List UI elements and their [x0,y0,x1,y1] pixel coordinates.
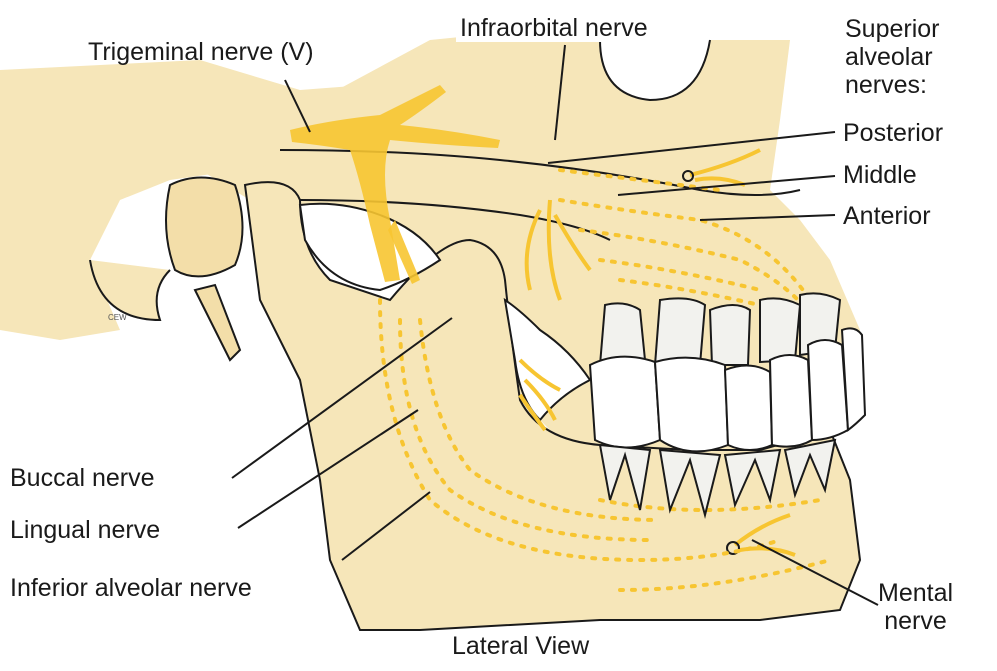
buccal-nerve-label: Buccal nerve [10,464,155,492]
mental-label-line-1: Mental [878,579,953,607]
lingual-nerve-label: Lingual nerve [10,516,160,544]
superior-alveolar-heading: Superior alveolar nerves: [845,15,940,99]
view-caption: Lateral View [452,632,589,660]
artist-signature: CEW [108,313,127,322]
styloid-process [195,285,240,360]
inferior-alveolar-nerve-label: Inferior alveolar nerve [10,574,252,602]
superior-heading-line-3: nerves: [845,71,940,99]
anterior-label: Anterior [843,202,931,230]
trigeminal-nerve-label: Trigeminal nerve (V) [88,38,314,66]
mental-label-line-2: nerve [878,607,953,635]
infraorbital-nerve-label: Infraorbital nerve [456,14,652,42]
middle-label: Middle [843,161,917,189]
temporal-bone [166,178,243,277]
posterior-label: Posterior [843,119,943,147]
superior-heading-line-2: alveolar [845,43,940,71]
superior-heading-line-1: Superior [845,15,940,43]
mental-nerve-label: Mental nerve [878,579,953,635]
